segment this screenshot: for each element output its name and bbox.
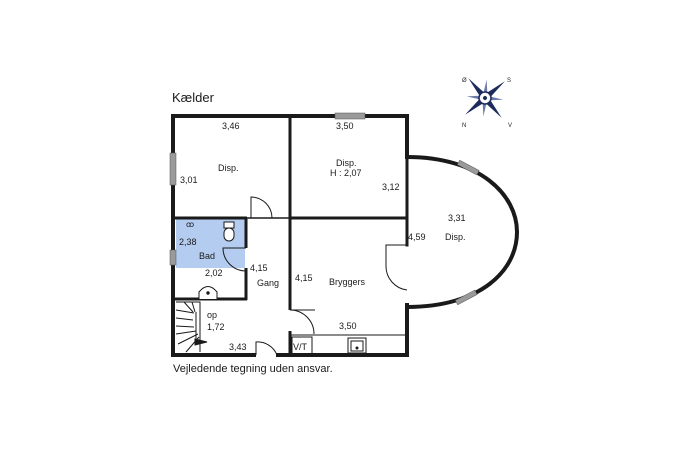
disp-left-depth: 3,01 (180, 175, 198, 185)
bad-width: 2,02 (205, 268, 223, 278)
utility-sink-icon (347, 337, 367, 354)
disp-right-height: H : 2,07 (330, 168, 362, 178)
toilet-icon (223, 221, 235, 242)
gang-depth: 4,15 (250, 263, 268, 273)
window (334, 112, 366, 120)
round-room-name: Disp. (445, 232, 466, 242)
staircase (175, 301, 208, 353)
window (169, 152, 177, 186)
round-room-width: 3,31 (448, 213, 466, 223)
plan-title: Kælder (172, 90, 215, 105)
disp-right-depth: 3,12 (382, 182, 400, 192)
stairs-label: op (207, 310, 217, 320)
compass-v-label: V (508, 123, 512, 129)
disp-left-width: 3,46 (222, 121, 240, 131)
compass-n-label: N (462, 123, 466, 129)
bryggers-depth: 4,15 (295, 273, 313, 283)
disp-right-width: 3,50 (336, 121, 354, 131)
disp-left-name: Disp. (218, 163, 239, 173)
round-room-depth: 4,59 (408, 232, 426, 242)
compass-rose (465, 78, 505, 118)
compass-s-label: S (507, 78, 511, 84)
window (457, 159, 480, 176)
stairs-width: 3,43 (229, 342, 247, 352)
windows (169, 112, 480, 306)
vt-label: V/T (293, 342, 308, 352)
vt-box (291, 336, 313, 355)
bad-name: Bad (199, 251, 215, 261)
compass-o-label: Ø (462, 78, 467, 84)
shower-icon: ꝏ (186, 220, 194, 229)
gang-name: Gang (257, 278, 279, 288)
stairs-depth: 1,72 (207, 322, 225, 332)
sink-icon (198, 286, 218, 299)
disp-right-name: Disp. (336, 158, 357, 168)
bryggers-width: 3,50 (339, 321, 357, 331)
window (169, 249, 177, 266)
bad-depth: 2,38 (179, 237, 197, 247)
bryggers-name: Bryggers (329, 277, 366, 287)
disclaimer-note: Vejledende tegning uden ansvar. (173, 363, 333, 375)
interior-walls (174, 116, 407, 355)
door-swings (222, 196, 408, 356)
window (455, 289, 478, 306)
